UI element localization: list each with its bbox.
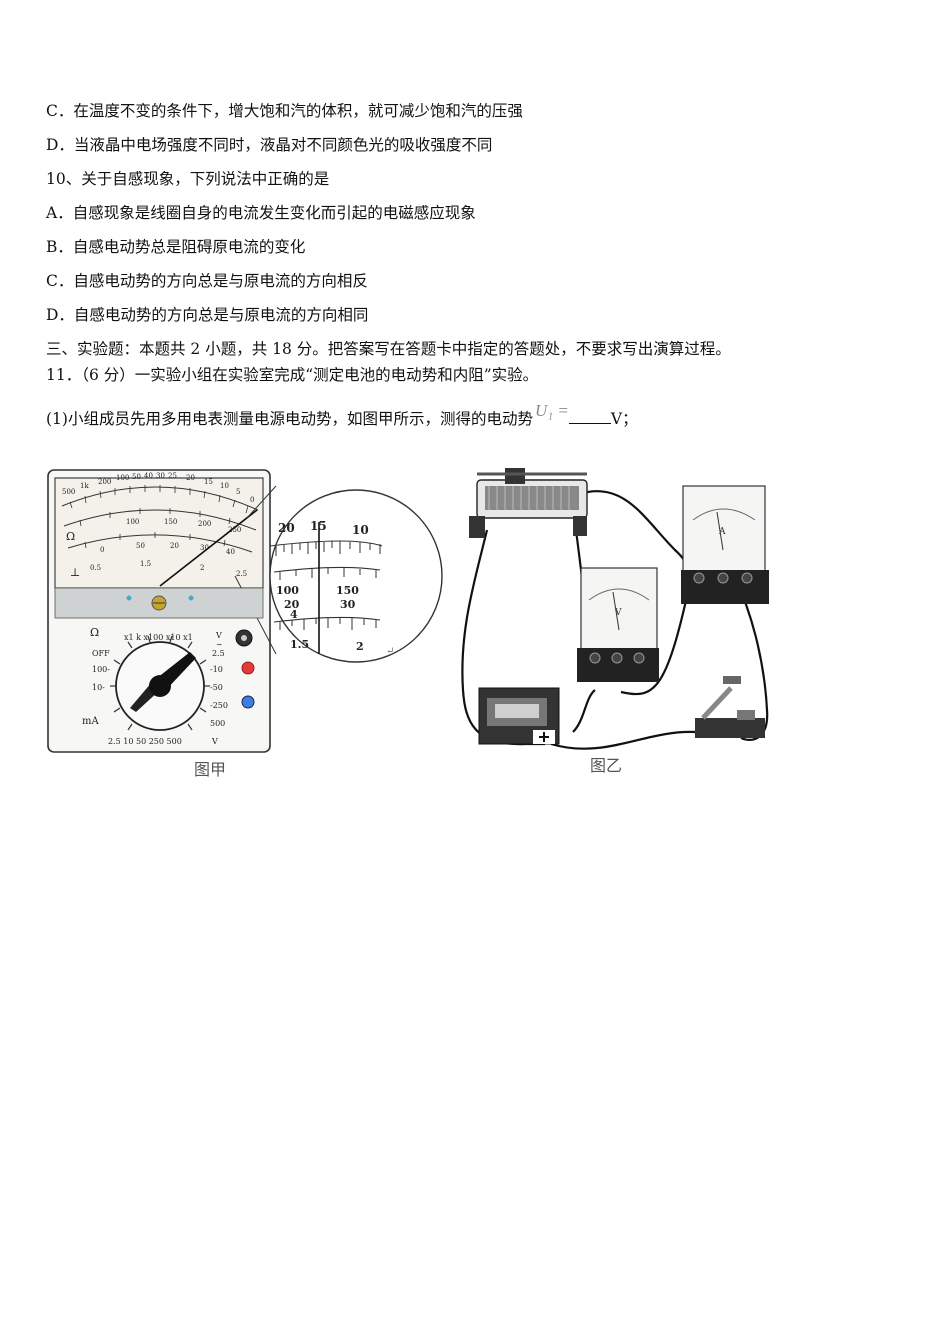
q11-stem: 11．（6 分）一实验小组在实验室完成“测定电池的电动势和内阻”实验。 (46, 366, 539, 384)
ammeter-label: A (718, 527, 726, 537)
svg-text:100: 100 (126, 518, 139, 526)
svg-text:100: 100 (276, 584, 299, 597)
blue-jack (241, 695, 255, 709)
svg-text:100-: 100- (92, 665, 110, 674)
svg-text:1.5: 1.5 (140, 560, 151, 568)
svg-text:20: 20 (170, 542, 179, 550)
svg-text:15: 15 (204, 478, 213, 486)
red-jack (241, 661, 255, 675)
meter-needle (159, 509, 258, 587)
svg-text:0.5: 0.5 (90, 564, 101, 572)
svg-text:30: 30 (340, 598, 356, 611)
q10-option-d: D．自感电动势的方向总是与原电流的方向相同 (46, 306, 369, 324)
svg-text:1.5: 1.5 (290, 638, 309, 651)
svg-text:20: 20 (284, 598, 300, 611)
svg-text:OFF: OFF (92, 649, 110, 658)
svg-text:mA: mA (82, 716, 99, 727)
svg-text:-50: -50 (210, 683, 223, 692)
voltmeter-label: V (614, 608, 622, 618)
svg-text:2.5 10 50 250 500: 2.5 10 50 250 500 (108, 737, 182, 746)
q11-part1-text: (1)小组成员先用多用电表测量电源电动势，如图甲所示，测得的电动势 (46, 410, 533, 428)
q10-option-c: C．自感电动势的方向总是与原电流的方向相反 (46, 272, 368, 290)
svg-text:10: 10 (220, 482, 229, 490)
svg-text:50: 50 (136, 542, 145, 550)
svg-text:⊥: ⊥ (70, 566, 80, 579)
svg-text:5: 5 (236, 488, 240, 496)
svg-text:25: 25 (168, 472, 177, 480)
svg-text:x1 k x100 x10 x1: x1 k x100 x10 x1 (124, 633, 193, 642)
svg-text:2.5: 2.5 (236, 570, 247, 578)
svg-text:200: 200 (98, 478, 111, 486)
q10-option-a: A．自感现象是线圈自身的电流发生变化而引起的电磁感应现象 (46, 204, 476, 222)
svg-text:100: 100 (116, 474, 129, 482)
svg-text:1k: 1k (80, 482, 89, 490)
q9-option-c: C．在温度不变的条件下，增大饱和汽的体积，就可减少饱和汽的压强 (46, 102, 523, 120)
svg-text:2: 2 (200, 564, 204, 572)
svg-text:V: V (215, 631, 222, 640)
svg-text:2.5: 2.5 (212, 649, 225, 658)
zoom-circle (269, 489, 443, 663)
switch (695, 676, 765, 738)
battery-holder (478, 687, 560, 745)
svg-text:2: 2 (356, 640, 364, 653)
figure-b-circuit: A V (461, 468, 769, 750)
figure-a-caption: 图甲 (194, 760, 227, 779)
svg-text:-250: -250 (210, 701, 228, 710)
svg-text:30: 30 (156, 472, 165, 480)
q9-option-d: D．当液晶中电场强度不同时，液晶对不同颜色光的吸收强度不同 (46, 136, 493, 154)
svg-text:200: 200 (198, 520, 211, 528)
svg-text:↵: ↵ (386, 646, 394, 657)
svg-text:10-: 10- (92, 683, 105, 692)
answer-blank[interactable] (568, 409, 611, 424)
rheostat (469, 468, 588, 538)
svg-text:-10: -10 (210, 665, 223, 674)
svg-text:150: 150 (336, 584, 359, 597)
svg-text:40: 40 (144, 472, 153, 480)
svg-text:150: 150 (164, 518, 177, 526)
svg-text:Ω: Ω (66, 530, 75, 543)
svg-text:30: 30 (200, 544, 209, 552)
svg-text:V: V (211, 737, 218, 746)
figure-b-caption: 图乙 (590, 756, 623, 775)
svg-text:4: 4 (290, 608, 298, 621)
q11-part1-unit: V； (610, 410, 638, 428)
svg-text:20: 20 (278, 521, 295, 535)
svg-text:500: 500 (62, 488, 75, 496)
svg-text:40: 40 (226, 548, 235, 556)
svg-text:500: 500 (210, 719, 225, 728)
svg-text:0: 0 (250, 496, 254, 504)
q10-option-b: B．自感电动势总是阻碍原电流的变化 (46, 238, 306, 256)
voltmeter: V (577, 567, 659, 682)
section-3-heading: 三、实验题：本题共 2 小题，共 18 分。把答案写在答题卡中指定的答题处，不要… (46, 340, 731, 358)
svg-text:Ω: Ω (90, 626, 99, 639)
svg-text:10: 10 (352, 523, 369, 537)
ammeter: A (681, 485, 769, 604)
svg-text:50: 50 (132, 473, 141, 481)
svg-text:∼: ∼ (216, 640, 223, 649)
svg-text:0: 0 (100, 546, 104, 554)
svg-text:250: 250 (228, 526, 241, 534)
q10-stem: 10、关于自感现象，下列说法中正确的是 (46, 170, 330, 188)
svg-text:20: 20 (186, 474, 195, 482)
emf-symbol: U₁ = (534, 401, 569, 420)
